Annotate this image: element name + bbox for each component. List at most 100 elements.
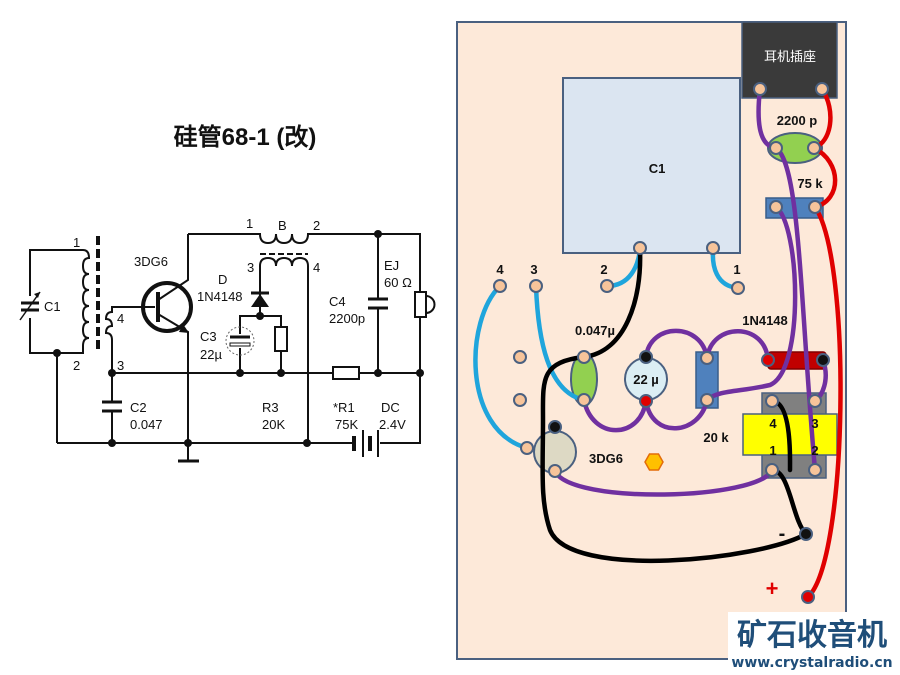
coil-pin3-label: 3 (117, 358, 124, 373)
wire-red (811, 145, 838, 210)
hexagon-marker-icon (644, 453, 664, 471)
wire-purple (704, 204, 798, 403)
pad (700, 351, 714, 365)
board-r3-label: 20 k (703, 430, 729, 445)
dc-value-label: 2.4V (379, 417, 406, 432)
pads (493, 82, 830, 604)
battery-icon (352, 430, 379, 457)
wire-blue (533, 283, 587, 403)
r1-resistor-icon (332, 366, 360, 380)
ej-ref-label: EJ (384, 258, 399, 273)
pad (529, 279, 543, 293)
pad (513, 350, 527, 364)
transformer-b-icon (188, 233, 421, 443)
pad (808, 200, 822, 214)
r3-ref-label: R3 (262, 400, 279, 415)
wire-red (805, 204, 843, 600)
wire-blue (473, 283, 530, 451)
board-pin4-label: 4 (496, 262, 504, 277)
pad (808, 394, 822, 408)
b-label: B (278, 218, 287, 233)
c2-ref-label: C2 (130, 400, 147, 415)
diode-part-label: 1N4148 (197, 289, 243, 304)
b-pin3-label: 3 (247, 260, 254, 275)
pad (816, 353, 830, 367)
b-pin4-label: 4 (313, 260, 320, 275)
minus-label: - (779, 523, 786, 545)
board-pin2-label: 2 (600, 262, 607, 277)
dc-ref-label: DC (381, 400, 400, 415)
xfmr-pin4-label: 4 (769, 416, 777, 431)
pad (706, 241, 720, 255)
pad (577, 393, 591, 407)
board-c3-label: 22 µ (633, 372, 659, 387)
variable-capacitor-icon (19, 291, 42, 321)
board-transistor-label: 3DG6 (589, 451, 623, 466)
ej-value-label: 60 Ω (384, 275, 412, 290)
c3-value-label: 22µ (200, 347, 222, 362)
wiring-board: 耳机插座 C1 (456, 21, 847, 660)
b-pin2-label: 2 (313, 218, 320, 233)
wire-black (540, 247, 809, 564)
socket-label: 耳机插座 (764, 49, 816, 64)
c2-value-label: 0.047 (130, 417, 163, 432)
pad (807, 141, 821, 155)
pad (639, 350, 653, 364)
board-c4-label: 2200 p (777, 113, 818, 128)
r3-resistor-icon (274, 326, 288, 352)
pad (639, 394, 653, 408)
diode-ref-label: D (218, 272, 227, 287)
pad (493, 279, 507, 293)
diode-icon (251, 280, 269, 316)
logo-name: 矿石收音机 (737, 618, 887, 653)
pad (769, 141, 783, 155)
pad (513, 393, 527, 407)
xfmr-pin1-label: 1 (769, 443, 776, 458)
pad (548, 420, 562, 434)
primary-coil-icon (81, 249, 91, 354)
pad (548, 464, 562, 478)
pad (600, 279, 614, 293)
battery-minus-pad (799, 527, 813, 541)
c1-label: C1 (44, 299, 61, 314)
pad (633, 241, 647, 255)
pad (808, 463, 822, 477)
pad (731, 281, 745, 295)
electrolytic-capacitor-icon (225, 326, 255, 356)
board-c1-label: C1 (649, 161, 666, 176)
board-diode-label: 1N4148 (742, 313, 788, 328)
wire-purple (552, 467, 775, 497)
c4-value-label: 2200p (329, 311, 365, 326)
board-c2-label: 0.047µ (575, 323, 615, 338)
pad (700, 393, 714, 407)
c3-ref-label: C3 (200, 329, 217, 344)
board-r1-label: 75 k (797, 176, 823, 191)
xfmr-pin3-label: 3 (811, 416, 818, 431)
board-pin3-label: 3 (530, 262, 537, 277)
pad (761, 353, 775, 367)
secondary-coil-icon (104, 306, 155, 373)
logo-url[interactable]: www.crystalradio.cn (731, 655, 892, 671)
schematic: 硅管68-1 (改) C1 1 2 4 3 (19, 123, 436, 463)
r1-ref-label: *R1 (333, 400, 355, 415)
logo: 矿石收音机 www.crystalradio.cn (728, 612, 900, 672)
pad (765, 394, 779, 408)
c4-ref-label: C4 (329, 294, 346, 309)
earphone-icon (414, 291, 436, 318)
pad (753, 82, 767, 96)
pad (577, 350, 591, 364)
xfmr-pin2-label: 2 (811, 443, 818, 458)
pad (815, 82, 829, 96)
coil-pin1-label: 1 (73, 235, 80, 250)
pad (765, 463, 779, 477)
b-pin1-label: 1 (246, 216, 253, 231)
pad (520, 441, 534, 455)
schematic-title: 硅管68-1 (改) (174, 123, 317, 151)
r1-value-label: 75K (335, 417, 358, 432)
pad (769, 200, 783, 214)
c1-tuning-capacitor (562, 77, 741, 254)
tuning-circuit: C1 1 2 4 3 (19, 235, 155, 443)
transistor-label: 3DG6 (134, 254, 168, 269)
battery-plus-pad (801, 590, 815, 604)
